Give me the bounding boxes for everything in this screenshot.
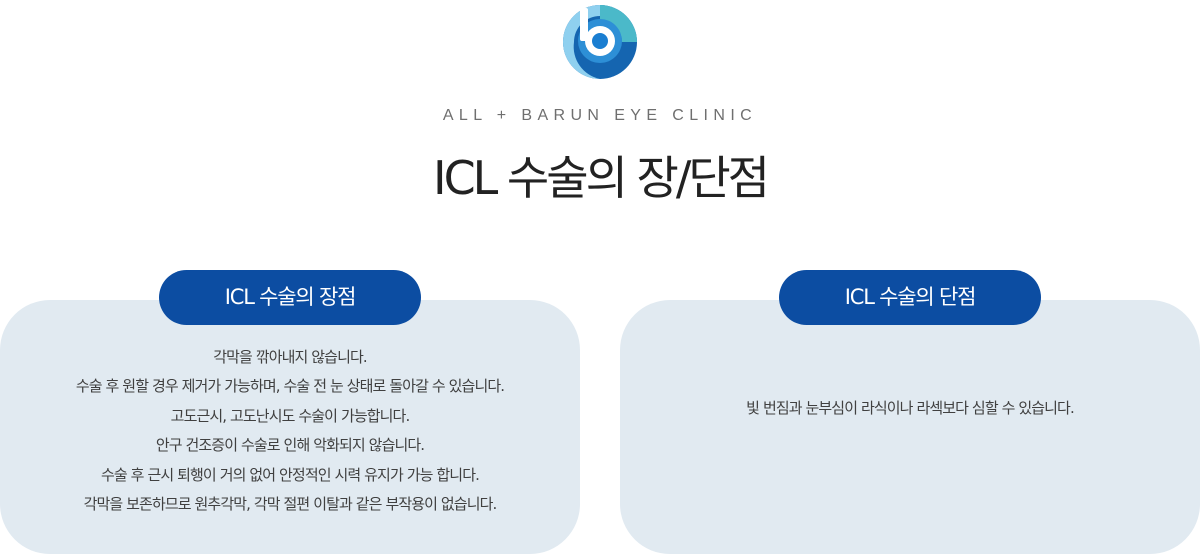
cons-card: 빛 번짐과 눈부심이 라식이나 라섹보다 심할 수 있습니다. [620,300,1200,554]
page-title: ICL 수술의 장/단점 [433,151,770,205]
cons-label-badge: ICL 수술의 단점 [779,270,1041,325]
pros-item: 고도근시, 고도난시도 수술이 가능합니다. [170,406,411,425]
pros-item: 각막을 보존하므로 원추각막, 각막 절편 이탈과 같은 부작용이 없습니다. [83,495,498,514]
pros-item: 각막을 깎아내지 않습니다. [213,348,367,366]
pros-item: 수술 후 근시 퇴행이 거의 없어 안정적인 시력 유지가 가능 합니다. [101,465,480,484]
cons-item: 빛 번짐과 눈부심이 라식이나 라섹보다 심할 수 있습니다. [746,399,1075,417]
brand-subtitle: ALL + BARUN EYE CLINIC [442,107,758,124]
pros-card: 각막을 깎아내지 않습니다. 수술 후 원할 경우 제거가 가능하며, 수술 전… [0,300,580,554]
clinic-logo-icon [563,5,637,79]
pros-label-badge: ICL 수술의 장점 [159,270,421,325]
pros-item: 안구 건조증이 수술로 인해 악화되지 않습니다. [155,436,425,455]
pros-list: 각막을 깎아내지 않습니다. 수술 후 원할 경우 제거가 가능하며, 수술 전… [0,343,580,519]
cons-list: 빛 번짐과 눈부심이 라식이나 라섹보다 심할 수 있습니다. [620,394,1200,423]
pros-item: 수술 후 원할 경우 제거가 가능하며, 수술 전 눈 상태로 돌아갈 수 있습… [75,377,505,396]
